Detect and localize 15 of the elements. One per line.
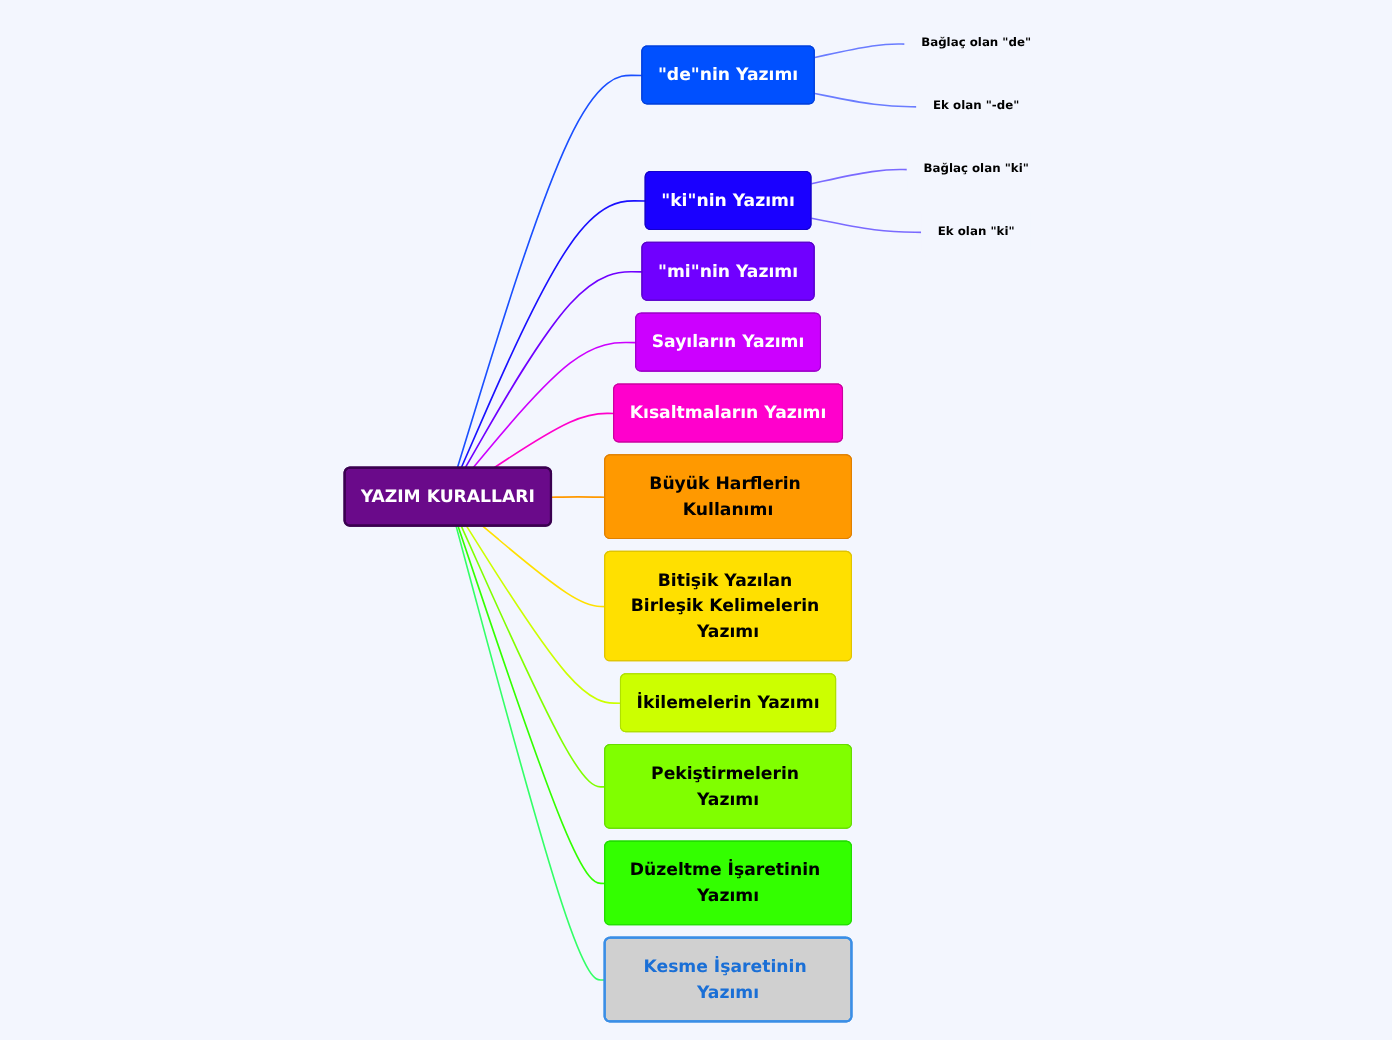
connector [455,525,607,981]
connector [460,525,607,788]
connector [492,412,616,469]
connector [456,74,644,469]
connector [810,217,924,234]
connector [460,200,647,469]
connector [472,341,638,469]
connector [464,270,644,469]
connector [814,92,919,108]
connector [482,525,607,608]
connector [465,525,622,704]
connector [814,43,907,59]
connector [457,525,607,885]
connector [550,496,607,498]
connector [810,168,909,185]
